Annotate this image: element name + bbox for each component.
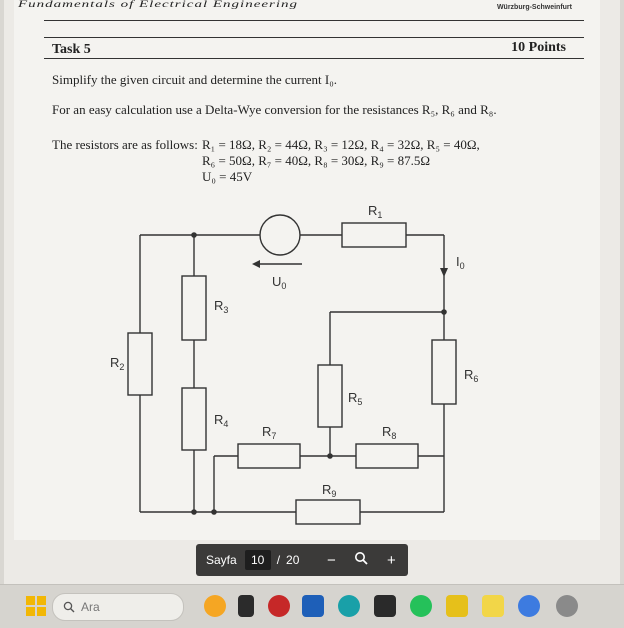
taskbar: Ara [0,584,624,628]
instruction-text: Simplify the given circuit and determine… [52,72,338,87]
label-r5: R5 [348,390,362,407]
page-separator: / [276,553,281,567]
page-label: Sayfa [206,553,237,567]
search-placeholder: Ara [81,600,100,614]
search-icon [63,601,75,613]
task-title: Task 5 [52,42,91,57]
resistor-r9 [295,499,361,525]
course-header: Fundamentals of Electrical Engineering [18,0,299,10]
taskbar-search[interactable]: Ara [52,593,184,621]
screen: Fundamentals of Electrical Engineering W… [4,0,620,627]
label-r3: R3 [214,298,228,315]
resistor-values-line1: R₁ = 18Ω, R₂ = 44Ω, R₃ = 12Ω, R₄ = 32Ω, … [202,137,480,152]
label-r2: R2 [110,355,124,372]
windows-start-icon[interactable] [26,596,46,616]
label-u0: U0 [272,274,286,291]
file-icon[interactable] [238,595,254,617]
current-page-input[interactable]: 10 [244,550,271,570]
zoom-in-button[interactable]: + [387,551,396,569]
resistor-r2 [127,332,153,396]
pdf-page: Fundamentals of Electrical Engineering W… [14,0,600,540]
resistor-values-line2: R₆ = 50Ω, R₇ = 40Ω, R₈ = 30Ω, R₉ = 87.5Ω [202,153,431,168]
circuit-diagram: R1 R2 R3 R4 R5 R6 R7 R8 R9 U0 I0 [110,203,478,525]
zoom-fit-button[interactable] [353,551,369,569]
label-r6: R6 [464,367,478,384]
label-i0: I0 [456,254,465,271]
task-points: 10 Points [511,40,566,55]
task-bottom-rule [44,58,584,59]
header-rule [44,20,584,21]
label-r7: R7 [262,424,276,441]
resistor-r6 [431,339,457,405]
total-pages: 20 [286,553,300,567]
app-b-icon[interactable] [204,595,226,617]
resistor-r5 [317,364,343,428]
label-r4: R4 [214,412,228,429]
folder-icon[interactable] [302,595,324,617]
resistor-r7 [237,443,301,469]
voltage-source-u0 [259,214,301,256]
notes-icon[interactable] [482,595,504,617]
label-r9: R9 [322,482,336,499]
resistor-values-line3: U₀ = 45V [202,169,253,184]
resistors-intro: The resistors are as follows: [52,137,198,152]
resistor-r3 [181,275,207,341]
resistor-r1 [341,222,407,248]
settings-icon[interactable] [556,595,578,617]
label-r1: R1 [368,203,382,220]
pdf-toolbar: Sayfa 10 / 20 − + [196,544,408,576]
edge-icon[interactable] [338,595,360,617]
u0-arrow [252,260,260,268]
store-icon[interactable] [374,595,396,617]
university-name: Würzburg-Schweinfurt [496,4,572,11]
chrome-icon[interactable] [518,595,540,617]
resistor-r8 [355,443,419,469]
camera-icon[interactable] [268,595,290,617]
magnifier-icon [355,552,369,565]
resistor-r4 [181,387,207,451]
label-r8: R8 [382,424,396,441]
hint-text: For an easy calculation use a Delta-Wye … [52,102,497,117]
i0-arrow [440,268,448,277]
whatsapp-icon[interactable] [410,595,432,617]
mubs-icon[interactable] [446,595,468,617]
task-top-rule [44,37,584,38]
zoom-out-button[interactable]: − [327,551,336,569]
